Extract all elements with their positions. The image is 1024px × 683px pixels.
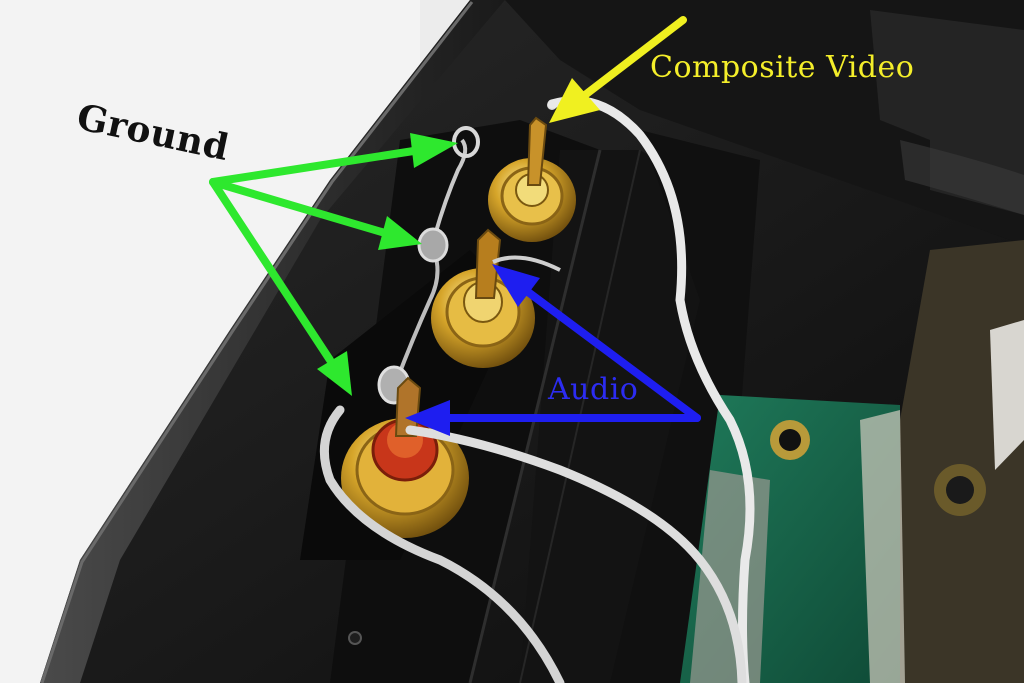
audio-signal-wire-2 <box>319 405 565 683</box>
audio-label: Audio <box>548 372 639 407</box>
enclosure-screw <box>348 631 362 645</box>
ground-arrows <box>209 133 458 396</box>
audio-signal-wire-1 <box>405 425 747 683</box>
video-signal-wire <box>547 96 755 683</box>
ground-arrow-bottom <box>209 178 334 364</box>
rca-jack-audio-white <box>431 228 535 368</box>
ground-lug-middle <box>417 227 449 263</box>
ground-arrow-top <box>209 146 424 186</box>
ground-lug-top <box>452 126 480 158</box>
ground-arrow-middle <box>209 178 389 237</box>
rca-jack-audio-red <box>341 376 469 538</box>
enclosure-left-wall <box>40 0 505 683</box>
enclosure-edge <box>40 1 474 683</box>
audio-arrows <box>405 264 701 436</box>
audio-arrow-upper <box>524 288 701 422</box>
rca-jack-video <box>488 100 576 242</box>
bracket-tab <box>990 320 1024 470</box>
composite-video-label: Composite Video <box>650 50 915 85</box>
video-arrow <box>549 16 687 123</box>
